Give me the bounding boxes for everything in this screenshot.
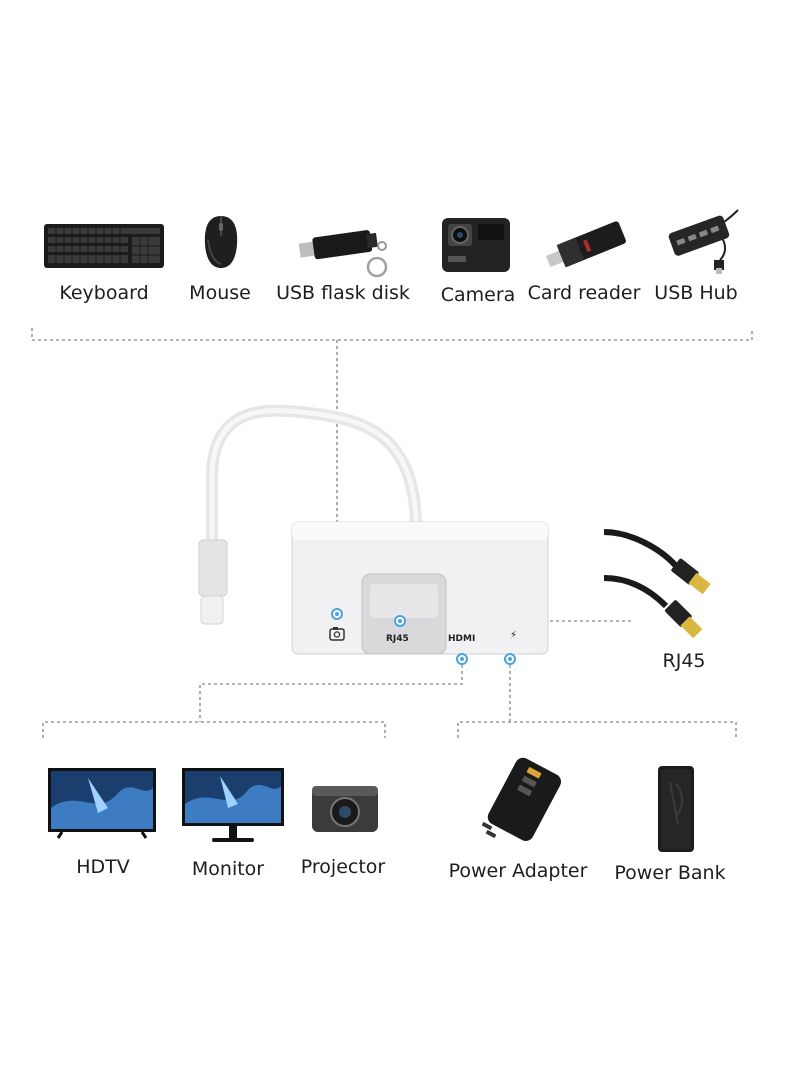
power-adapter-label: Power Adapter	[448, 860, 588, 882]
hdtv-device	[48, 768, 156, 840]
power-bank-device	[656, 764, 696, 854]
usb-hub-device	[664, 208, 742, 278]
tv-icon	[48, 768, 156, 839]
rj45-cable	[603, 529, 711, 639]
card-reader-label: Card reader	[527, 282, 641, 304]
monitor-icon	[182, 768, 284, 842]
rj45-cable-label: RJ45	[662, 650, 706, 672]
power-adapter-icon	[481, 757, 562, 841]
usb-flash-disk-label: USB flask disk	[276, 282, 410, 304]
projector-icon	[312, 786, 378, 832]
mouse-label: Mouse	[189, 282, 251, 304]
hdtv-label: HDTV	[76, 856, 130, 878]
usb-hub-icon	[668, 209, 739, 274]
rj45-port-label: RJ45	[386, 634, 409, 644]
power-port-label: ⚡	[510, 630, 518, 641]
keyboard-label: Keyboard	[59, 282, 149, 304]
usb-flash-drive-icon	[298, 230, 388, 278]
hdmi-port-label: HDMI	[448, 634, 476, 644]
power-adapter-device	[478, 754, 568, 850]
card-reader-device	[540, 218, 632, 268]
usb-flash-drive-device	[290, 220, 400, 284]
mouse-device	[202, 214, 240, 270]
camera-label: Camera	[440, 284, 516, 306]
card-reader-icon	[545, 221, 626, 268]
monitor-label: Monitor	[191, 858, 265, 880]
power-bank-label: Power Bank	[614, 862, 726, 884]
keyboard-device	[44, 224, 164, 268]
power-bank-icon	[658, 766, 694, 852]
projector-label: Projector	[300, 856, 386, 878]
projector-device	[310, 780, 380, 836]
keyboard-icon	[44, 224, 164, 268]
action-camera-icon	[442, 218, 510, 272]
mouse-icon	[204, 216, 238, 268]
camera-device	[442, 218, 510, 272]
usb-hub-label: USB Hub	[654, 282, 738, 304]
monitor-device	[182, 768, 284, 846]
